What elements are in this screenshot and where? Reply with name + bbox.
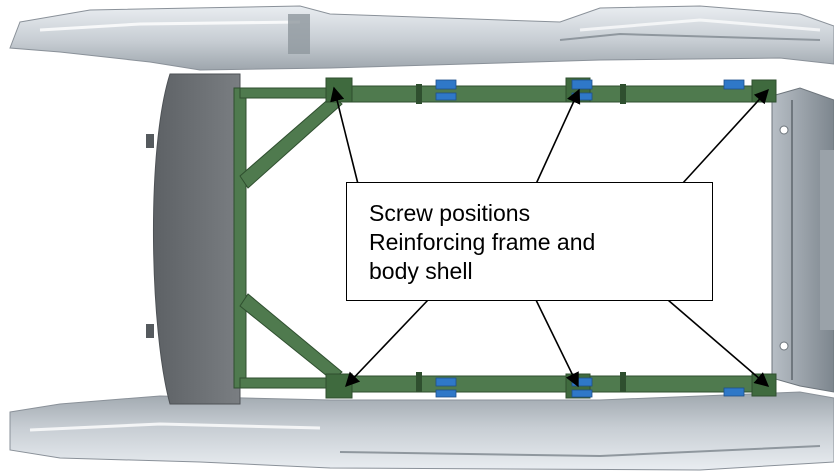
body-shell — [9, 5, 834, 471]
blue-clips — [435, 79, 745, 398]
screw-positions-callout: Screw positions Reinforcing frame and bo… — [346, 182, 713, 301]
callout-line-3: body shell — [369, 258, 473, 284]
bottom-side-rail — [9, 391, 834, 471]
callout-line-2: Reinforcing frame and — [369, 229, 596, 255]
arrow-front-right — [345, 299, 429, 388]
arrow-center-right — [535, 299, 579, 388]
arrow-center-left — [535, 88, 581, 185]
arrow-front-left — [330, 86, 359, 185]
arrow-rear-left — [681, 88, 769, 185]
top-side-rail — [9, 5, 834, 71]
arrow-rear-right — [667, 299, 770, 387]
screw-position-arrows — [330, 86, 770, 388]
callout-line-1: Screw positions — [369, 200, 531, 226]
front-header — [152, 73, 241, 405]
